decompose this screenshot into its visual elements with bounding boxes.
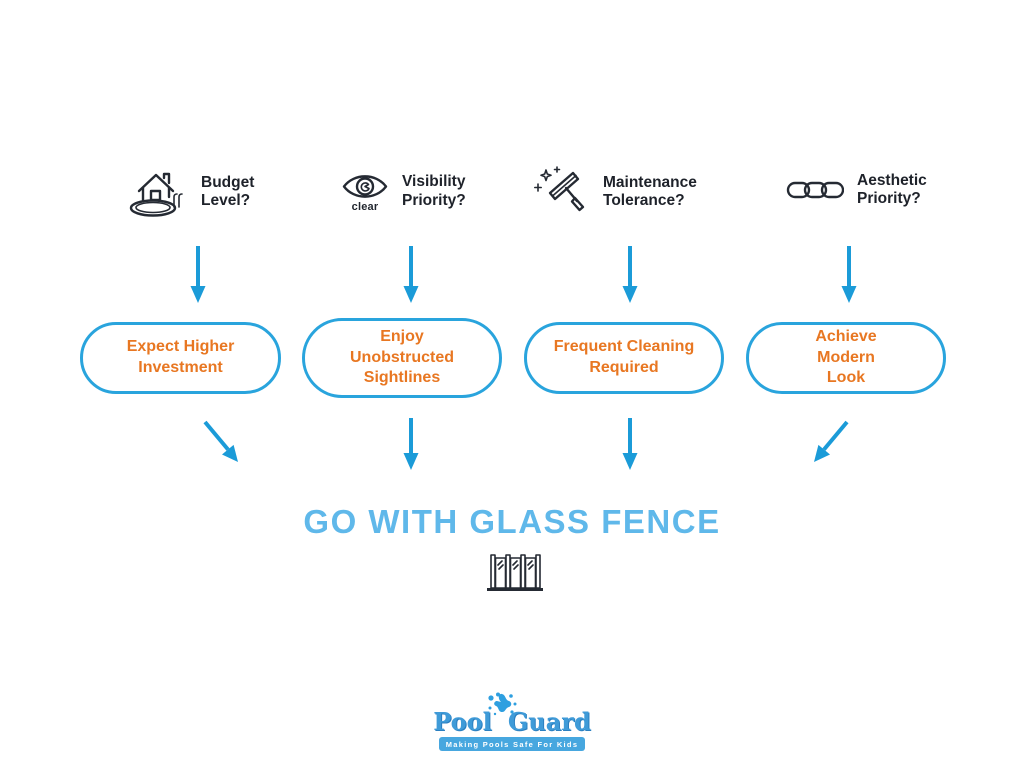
conclusion-title: GO WITH GLASS FENCE — [303, 503, 721, 540]
arrow-down-aesthetic — [839, 246, 859, 308]
arrow-down-budget — [188, 246, 208, 308]
eye-clear-icon: clear — [341, 170, 389, 213]
arrow-down-visibility-result — [401, 418, 421, 475]
eye-caption: clear — [351, 201, 379, 213]
chain-icon — [786, 177, 844, 203]
arrow-down-maintenance — [620, 246, 640, 308]
question-group-maintenance: Maintenance Tolerance? — [534, 166, 715, 218]
glass-fence-icon — [486, 551, 544, 598]
question-group-budget: Budget Level? — [126, 166, 265, 218]
logo-word-pool: Pool — [433, 707, 492, 736]
logo-wordmark: Pool Guard — [433, 692, 591, 736]
question-label-maintenance: Maintenance Tolerance? — [603, 173, 697, 209]
question-label-aesthetic: Aesthetic Priority? — [857, 172, 927, 208]
arrow-down-maintenance-result — [620, 418, 640, 475]
arrow-diagonal-right-budget — [198, 418, 250, 475]
house-pool-icon — [126, 166, 188, 218]
question-group-visibility: clear Visibility Priority? — [341, 170, 494, 213]
result-pill-aesthetic: Achieve Modern Look — [746, 322, 946, 394]
logo-word-guard: Guard — [507, 707, 591, 736]
result-pill-maintenance: Frequent Cleaning Required — [524, 322, 724, 394]
question-label-visibility: Visibility Priority? — [402, 173, 466, 209]
result-text-visibility: Enjoy Unobstructed Sightlines — [350, 327, 454, 387]
arrow-diagonal-left-aesthetic — [802, 418, 854, 475]
question-group-aesthetic: Aesthetic Priority? — [786, 172, 949, 209]
arrow-down-visibility — [401, 246, 421, 308]
result-text-budget: Expect Higher Investment — [126, 338, 235, 376]
squeegee-icon — [534, 166, 590, 218]
result-text-maintenance: Frequent Cleaning Required — [553, 338, 695, 376]
water-splash-icon — [485, 692, 517, 726]
logo-tagline: Making Pools Safe For Kids — [438, 737, 586, 751]
pool-guard-logo: Pool Guard Making Pools Safe For Kids — [433, 692, 591, 751]
result-text-aesthetic: Achieve Modern Look — [815, 327, 877, 387]
result-pill-budget: Expect Higher Investment — [80, 322, 281, 394]
question-label-budget: Budget Level? — [201, 173, 255, 209]
result-pill-visibility: Enjoy Unobstructed Sightlines — [302, 318, 502, 398]
